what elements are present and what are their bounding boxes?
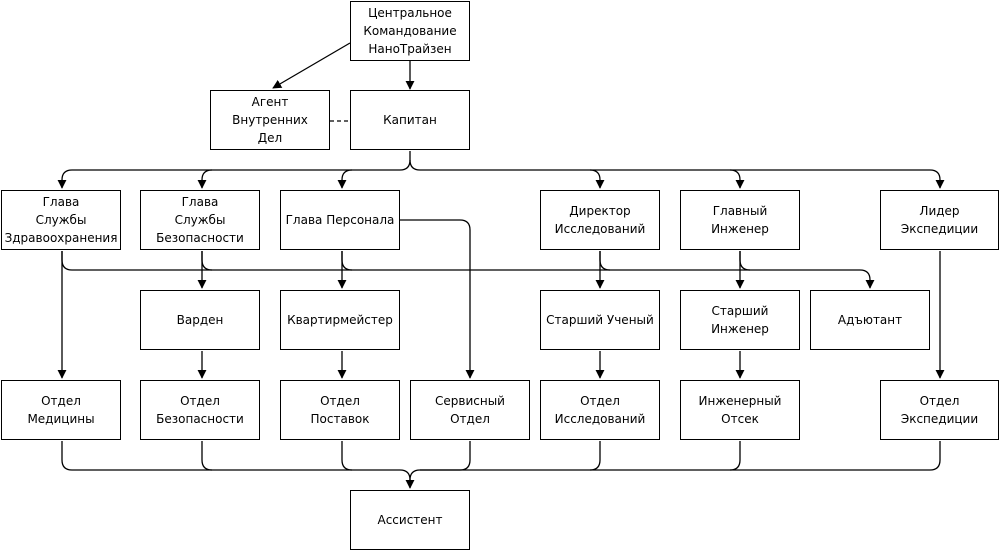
node-head-security: Глава Службы Безопасности [140, 190, 260, 250]
node-captain: Капитан [350, 90, 470, 150]
node-dept-expedition: Отдел Экспедиции [880, 380, 999, 440]
node-research-director: Директор Исследований [540, 190, 660, 250]
node-assistant: Ассистент [350, 490, 470, 550]
node-warden: Варден [140, 290, 260, 350]
node-label: Капитан [383, 113, 437, 127]
edge-research-join [599, 251, 611, 271]
node-label: Отдел Исследований [554, 394, 646, 426]
node-label: Адъютант [837, 313, 903, 327]
node-head-medical: Глава Службы Здравоохранения [1, 190, 121, 250]
node-dept-supply: Отдел Поставок [280, 380, 400, 440]
node-label: Инженерный Отсек [698, 394, 782, 426]
edge-captain-to-head-security [197, 169, 213, 189]
node-label: Агент Внутренних Дел [232, 95, 308, 145]
node-dept-engineering: Инженерный Отсек [680, 380, 800, 440]
node-label: Сервисный Отдел [435, 394, 505, 426]
node-head-personnel: Глава Персонала [280, 190, 400, 250]
node-dept-medicine: Отдел Медицины [1, 380, 121, 440]
node-label: Старший Ученый [546, 313, 654, 327]
node-chief-engineer: Главный Инженер [680, 190, 800, 250]
node-label: Отдел Медицины [27, 394, 95, 426]
edge-dept-security-join [201, 441, 213, 471]
node-label: Отдел Поставок [310, 394, 370, 426]
node-label: Старший Инженер [711, 304, 769, 336]
edge-dept-supply-join [341, 441, 353, 471]
node-label: Квартирмейстер [287, 313, 393, 327]
edge-central-to-agent [272, 42, 351, 89]
node-central-command: Центральное Командование НаноТрайзен [350, 1, 470, 61]
node-label: Главный Инженер [711, 204, 769, 236]
node-adjutant: Адъютант [810, 290, 930, 350]
edge-depts-to-assistant-left [61, 441, 415, 489]
node-label: Глава Персонала [285, 213, 395, 227]
node-label: Лидер Экспедиции [900, 204, 979, 236]
node-label: Директор Исследований [554, 204, 646, 236]
edge-captain-trunk [57, 151, 411, 189]
node-senior-engineer: Старший Инженер [680, 290, 800, 350]
node-label: Отдел Безопасности [156, 394, 244, 426]
edge-dept-service-join [409, 441, 471, 481]
edge-engineer-join [739, 251, 751, 271]
node-label: Глава Службы Безопасности [156, 195, 244, 245]
node-senior-scientist: Старший Ученый [540, 290, 660, 350]
node-label: Ассистент [377, 513, 443, 527]
node-internal-affairs-agent: Агент Внутренних Дел [210, 90, 330, 150]
node-quartermaster: Квартирмейстер [280, 290, 400, 350]
node-dept-service: Сервисный Отдел [410, 380, 530, 440]
edge-captain-right [409, 159, 945, 189]
edge-depts-to-assistant-right [420, 441, 941, 471]
edge-head-personnel-join [341, 251, 353, 271]
edge-head-security-join [201, 251, 213, 271]
edge-captain-to-chief-engineer [729, 169, 745, 189]
edge-captain-to-head-personnel [337, 169, 353, 189]
edge-dept-research-join [589, 441, 601, 471]
node-label: Глава Службы Здравоохранения [4, 195, 118, 245]
edge-dept-engineering-join [729, 441, 741, 471]
edge-head-personnel-to-service [400, 219, 475, 379]
edge-captain-to-research-director [589, 169, 605, 189]
node-expedition-leader: Лидер Экспедиции [880, 190, 999, 250]
node-label: Отдел Экспедиции [900, 394, 979, 426]
node-label: Варден [176, 313, 224, 327]
node-label: Центральное Командование НаноТрайзен [363, 6, 457, 56]
node-dept-security: Отдел Безопасности [140, 380, 260, 440]
node-dept-research: Отдел Исследований [540, 380, 660, 440]
